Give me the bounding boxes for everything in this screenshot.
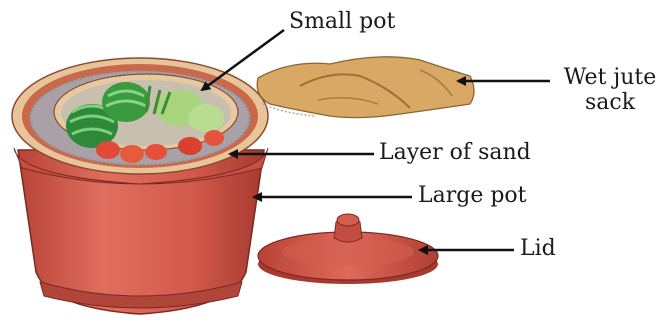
label-large-pot: Large pot — [418, 183, 527, 208]
label-wet-jute-sack-line2: sack — [558, 90, 662, 115]
label-wet-jute-sack: Wet jute sack — [558, 65, 662, 116]
label-layer-of-sand: Layer of sand — [379, 140, 531, 165]
lid — [258, 214, 438, 284]
label-small-pot: Small pot — [289, 9, 395, 34]
wet-jute-sack — [257, 57, 474, 118]
label-lid: Lid — [520, 236, 556, 261]
label-wet-jute-sack-line1: Wet jute — [558, 65, 662, 90]
